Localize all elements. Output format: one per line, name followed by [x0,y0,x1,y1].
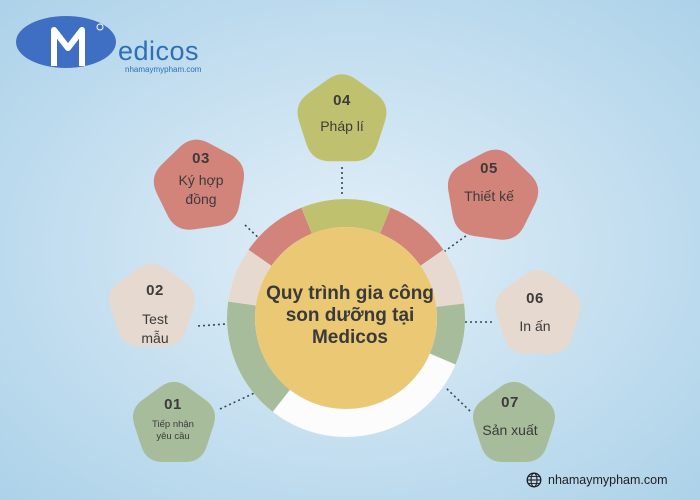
step-label: Thiết kế [464,188,514,204]
step-shape-07 [473,381,555,463]
step-04: 04 Pháp lí [297,92,387,136]
center-circle [255,227,437,409]
step-shapes [109,74,581,463]
ring-segment-01 [227,301,290,412]
step-02: 02 Test mẫu [110,282,200,348]
step-number: 06 [526,290,544,307]
step-label: In ấn [519,318,551,334]
logo-website: nhamaymypham.com [125,65,202,74]
step-label: Pháp lí [320,118,364,134]
step-label: Test mẫu [141,311,169,346]
connector-02 [197,323,227,327]
step-shape-06 [495,270,581,354]
ring-segment-06 [420,249,465,307]
step-number: 01 [164,396,182,413]
step-shape-01 [133,381,215,463]
ring-segment-07 [429,303,466,365]
step-03: 03 Ký hợp đồng [156,150,246,209]
step-shape-04 [297,74,387,162]
logo-wordmark: edicos [118,36,200,66]
globe-icon [526,472,542,488]
step-number: 02 [146,282,164,299]
medicos-logo-icon [16,16,116,68]
process-ring [227,199,466,437]
connector-05 [437,232,471,257]
ring-segment-04 [301,199,391,234]
step-label: Ký hợp đồng [178,172,224,207]
step-01: 01 Tiếp nhận yêu cầu [128,396,218,443]
connector-07 [445,387,471,412]
step-number: 05 [480,160,498,177]
step-shape-02 [109,263,195,347]
step-shape-03 [153,139,245,230]
website-link[interactable]: nhamaymypham.com [548,473,668,487]
footer-website[interactable]: nhamaymypham.com [526,470,668,490]
step-label: Sản xuất [482,422,538,438]
ring-segment-03 [248,207,312,266]
center-title: Quy trình gia công son dưỡng tại Medicos [266,283,434,348]
ring-segment-02 [228,249,272,306]
step-shape-05 [447,149,539,240]
step-number: 04 [333,92,351,109]
step-07: 07 Sản xuất [465,394,555,440]
ring-segment-05 [380,207,444,266]
step-06: 06 In ấn [490,290,580,336]
step-number: 03 [192,150,210,167]
brand-logo: edicos nhamaymypham.com [14,14,214,74]
step-05: 05 Thiết kế [444,160,534,206]
step-number: 07 [501,394,519,411]
step-label: Tiếp nhận yêu cầu [152,419,194,442]
